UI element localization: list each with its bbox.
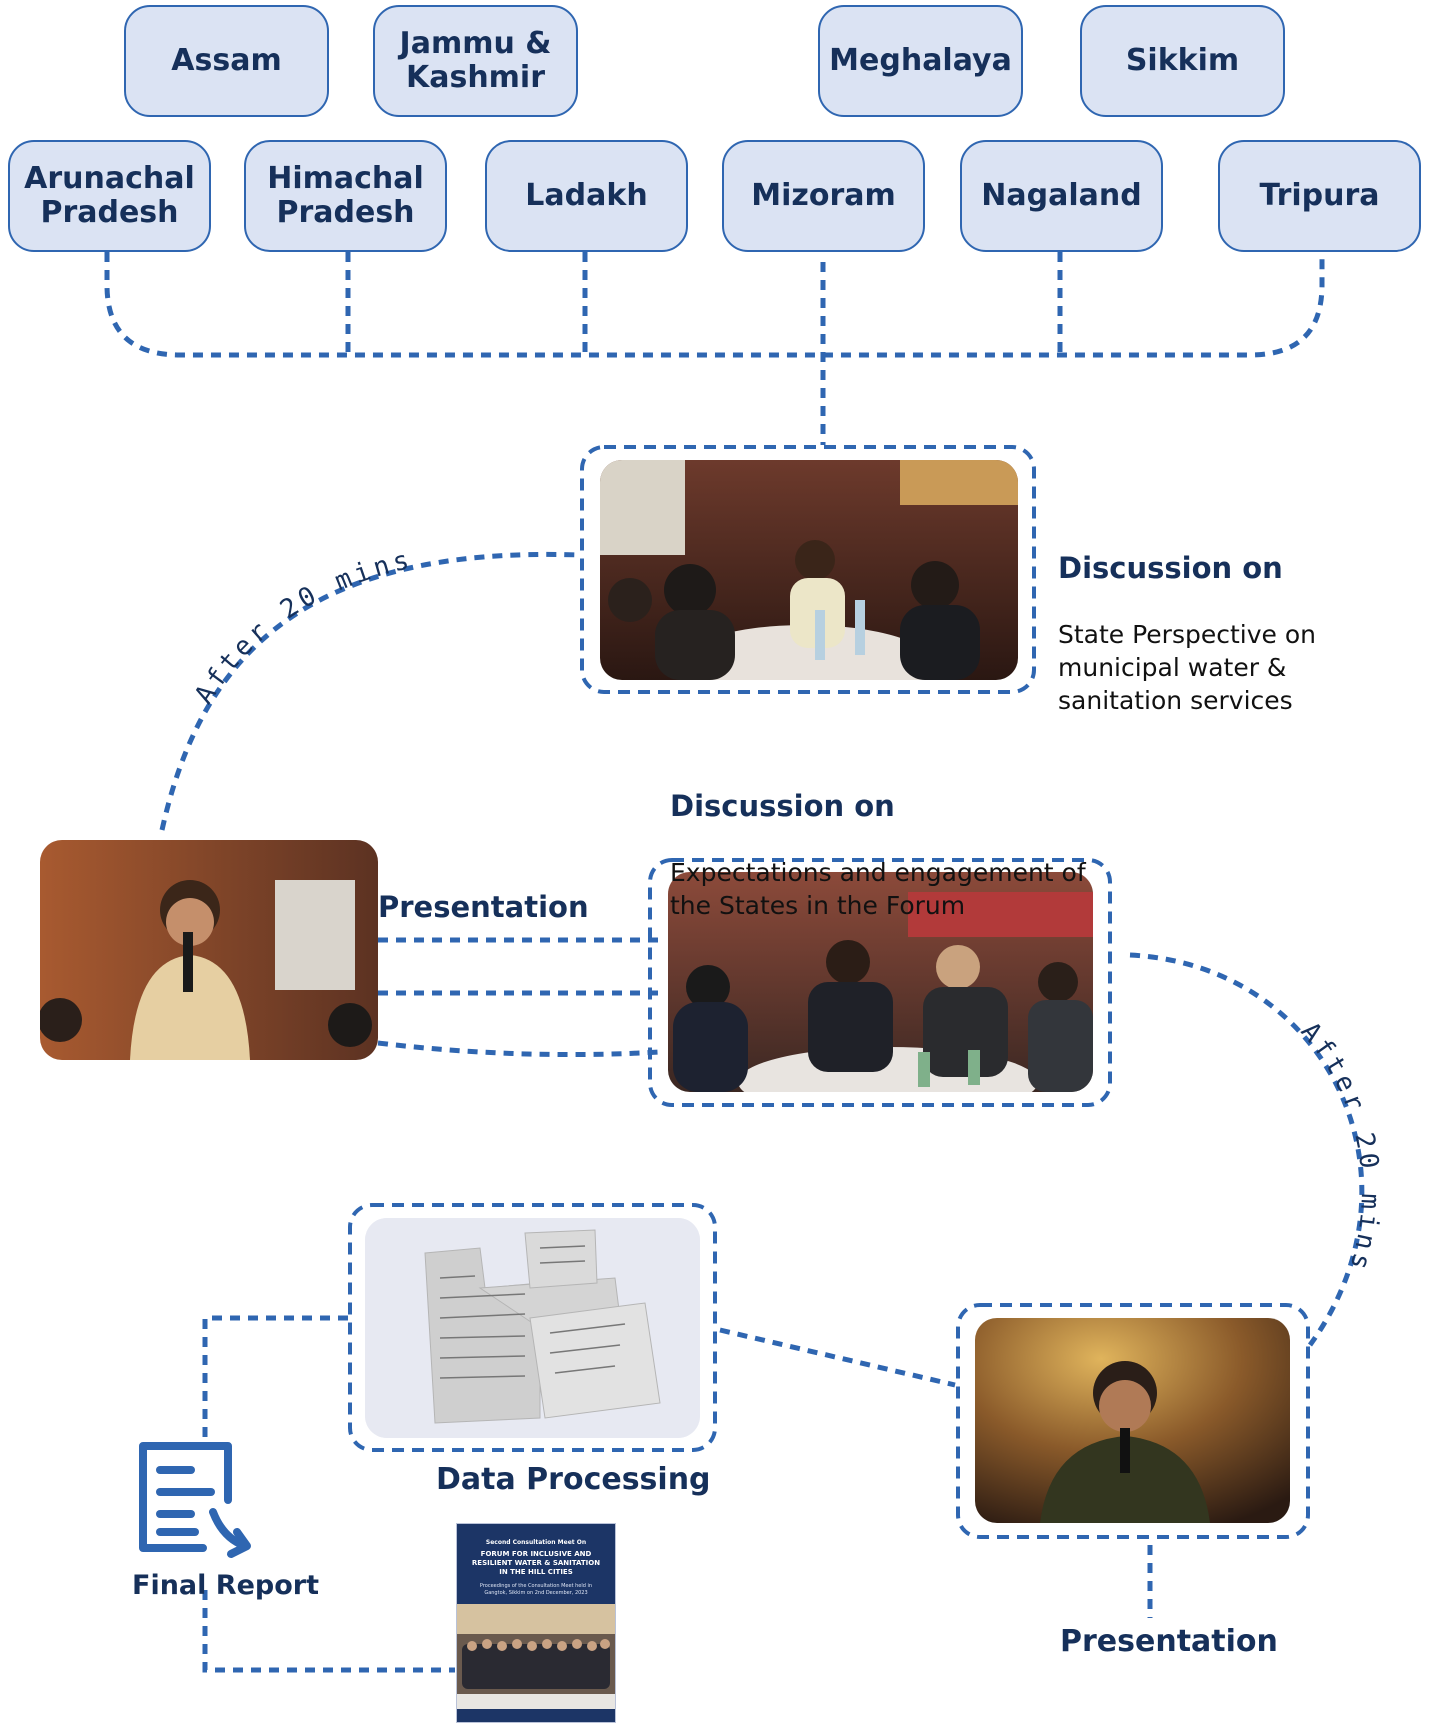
discussion-2-text: Discussion on Expectations and engagemen… (670, 756, 1086, 922)
discussion-photo-2 (668, 872, 1093, 1092)
data-processing-photo (365, 1218, 700, 1438)
report-cover-top: Second Consultation Meet On (485, 1539, 587, 1546)
report-cover: Second Consultation Meet On FORUM FOR IN… (456, 1523, 616, 1723)
state-meghalaya: Meghalaya (818, 5, 1023, 117)
discussion-1-heading: Discussion on (1058, 551, 1283, 585)
data-processing-label: Data Processing (436, 1462, 711, 1497)
state-mizoram: Mizoram (722, 140, 925, 252)
frame-discussion-2 (648, 858, 1112, 1107)
report-cover-photo (457, 1604, 615, 1709)
discussion-photo-1 (600, 460, 1018, 680)
state-ladakh: Ladakh (485, 140, 688, 252)
frame-data-processing (348, 1203, 717, 1452)
state-tripura: Tripura (1218, 140, 1421, 252)
discussion-1-text: Discussion on State Perspective on munic… (1058, 518, 1316, 717)
after-20-right-arc (1129, 952, 1365, 1347)
report-cover-title: FORUM FOR INCLUSIVE AND RESILIENT WATER … (471, 1550, 601, 1576)
state-sikkim: Sikkim (1080, 5, 1285, 117)
report-link (202, 1590, 455, 1673)
report-icon (139, 1442, 251, 1558)
report-link (202, 1315, 348, 1445)
state-arunachal-pradesh: Arunachal Pradesh (8, 140, 211, 252)
presentation-photo-bottom (975, 1318, 1290, 1523)
presentation-photo-left (40, 840, 378, 1060)
report-cover-subtitle: Proceedings of the Consultation Meet hel… (479, 1583, 593, 1596)
discussion-2-body: Expectations and engagement of the State… (670, 858, 1086, 920)
frame-discussion-1 (580, 445, 1036, 694)
state-assam: Assam (124, 5, 329, 117)
data-link (719, 1327, 956, 1388)
presentation-bottom-label: Presentation (1060, 1624, 1278, 1659)
final-report-label: Final Report (132, 1570, 319, 1601)
state-jammu-kashmir: Jammu & Kashmir (373, 5, 578, 117)
state-himachal-pradesh: Himachal Pradesh (244, 140, 447, 252)
state-connector (104, 252, 1325, 358)
presentation-mid-label: Presentation (378, 890, 589, 924)
after-20-right-label: After 20 mins (1295, 1017, 1385, 1277)
state-nagaland: Nagaland (960, 140, 1163, 252)
discussion-1-body: State Perspective on municipal water & s… (1058, 620, 1316, 715)
after-20-left-arc (159, 551, 581, 831)
after-20-left-label: After 20 mins (189, 545, 416, 710)
presentation-link (377, 1040, 661, 1058)
discussion-2-heading: Discussion on (670, 789, 895, 823)
